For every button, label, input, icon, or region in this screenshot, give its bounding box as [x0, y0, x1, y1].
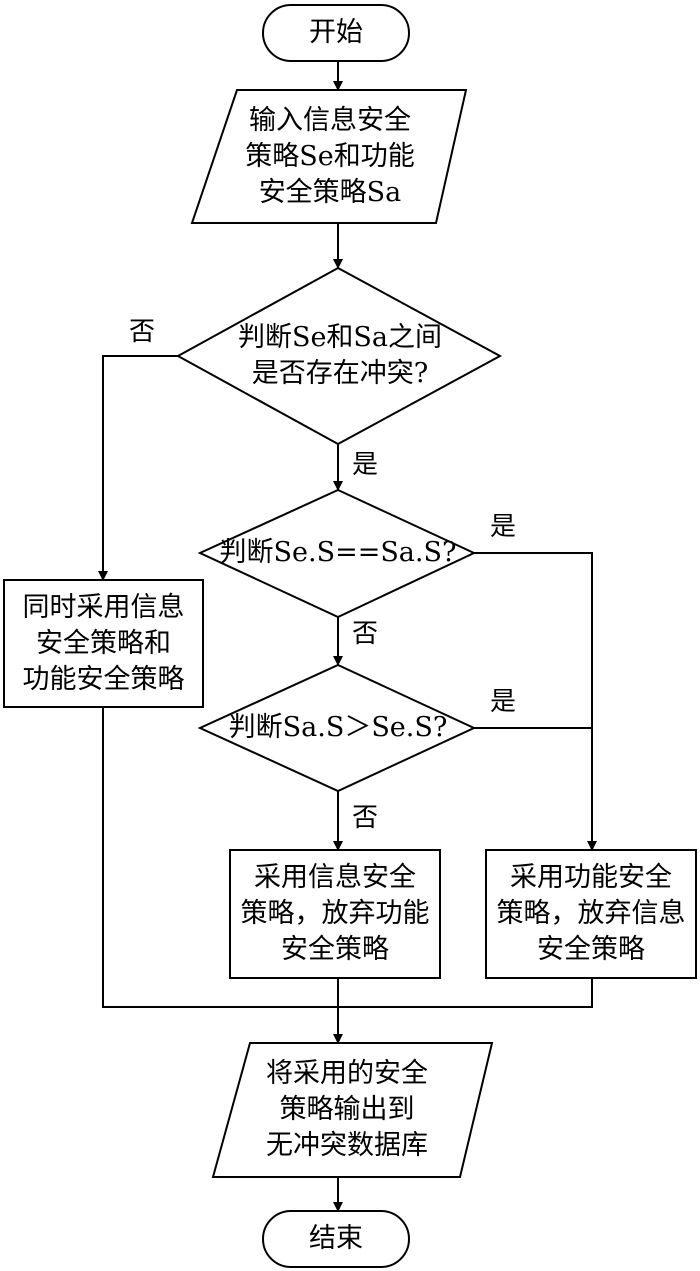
decision1-yes-label: 是: [352, 450, 379, 480]
adopt-info-label: 采用信息安全 策略，放弃功能 安全策略: [240, 862, 430, 965]
decision2-yes-label: 是: [490, 512, 517, 542]
decision1-label: 判断Se和Sa之间 是否存在冲突?: [237, 322, 443, 389]
start-label: 开始: [309, 17, 363, 48]
decision3-no-label: 否: [352, 803, 379, 833]
input-parallelogram: [190, 89, 468, 224]
decision2-label: 判断Se.S==Sa.S?: [219, 537, 457, 568]
line-decision2-yes: [474, 552, 593, 728]
output-parallelogram: [211, 1042, 494, 1178]
adopt-both-box: [3, 579, 204, 708]
arrow-decision1-no: [98, 355, 178, 581]
decision3-label: 判断Sa.S＞Se.S?: [228, 712, 448, 743]
adopt-info-box: [229, 849, 441, 979]
decision2-no-label: 否: [352, 619, 379, 649]
end-label: 结束: [309, 1223, 363, 1254]
adopt-both-label: 同时采用信息 安全策略和 功能安全策略: [22, 591, 185, 695]
adopt-func-label: 采用功能安全 策略，放弃信息 安全策略: [496, 862, 686, 965]
decision3-yes-label: 是: [490, 687, 517, 717]
start-terminal: [262, 4, 410, 62]
line-adopt-both-to-merge: [102, 707, 593, 1008]
input-label: 输入信息安全 策略Se和功能 安全策略Sa: [245, 104, 415, 208]
decision1-no-label: 否: [129, 317, 156, 347]
output-label: 将采用的安全 策略输出到 无冲突数据库: [266, 1058, 428, 1161]
